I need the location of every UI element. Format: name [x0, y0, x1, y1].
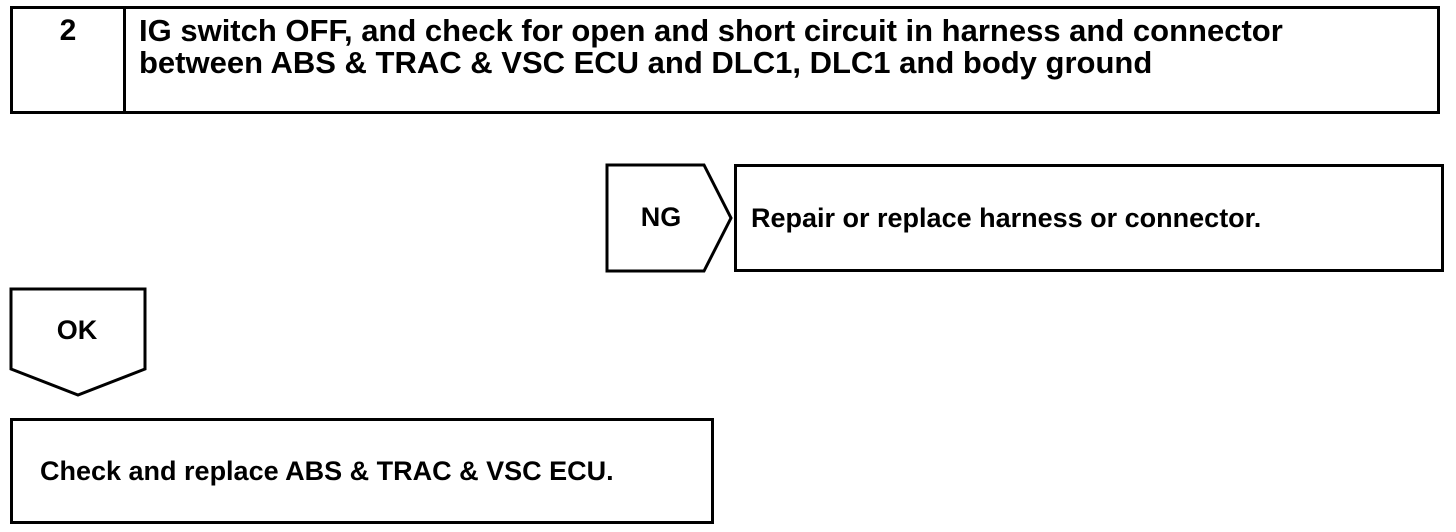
ok-arrow-shape: [9, 287, 147, 397]
step-number: 2: [59, 14, 77, 47]
step-number-cell: 2: [13, 9, 126, 111]
step-instruction: IG switch OFF, and check for open and sh…: [139, 13, 1283, 80]
step-header-box: 2 IG switch OFF, and check for open and …: [10, 6, 1440, 114]
ng-label: NG: [640, 202, 682, 232]
final-action-text: Check and replace ABS & TRAC & VSC ECU.: [40, 456, 614, 486]
final-action-box: Check and replace ABS & TRAC & VSC ECU.: [10, 418, 714, 524]
ng-action-box: Repair or replace harness or connector.: [734, 164, 1444, 272]
ok-label: OK: [56, 315, 98, 345]
ng-action-text: Repair or replace harness or connector.: [751, 203, 1262, 233]
ng-arrow-shape: [605, 163, 733, 273]
